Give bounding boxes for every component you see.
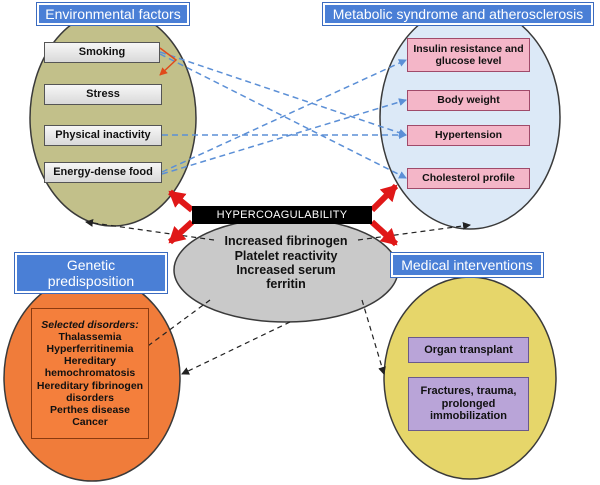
genetic-title: Genetic predisposition bbox=[15, 253, 167, 293]
red-arrow-to-gen bbox=[167, 219, 195, 245]
center-line-3: Increased serum bbox=[236, 263, 336, 277]
arrow-smoking-to-insulin bbox=[159, 51, 407, 137]
disorder-item: Hereditary fibrinogen disorders bbox=[36, 379, 144, 404]
metabolic-insulin-resistance: Insulin resistance and glucose level bbox=[407, 38, 530, 72]
red-arrow-to-met bbox=[369, 183, 399, 213]
environmental-title: Environmental factors bbox=[37, 3, 189, 25]
center-line-1: Increased fibrinogen bbox=[224, 234, 348, 249]
disorder-item: Hyperferritinemia bbox=[46, 343, 134, 356]
genetic-heading: Selected disorders: bbox=[41, 319, 139, 332]
arrow-smoking-to-cholesterol bbox=[159, 53, 407, 179]
disorder-item: Cancer bbox=[72, 415, 108, 428]
red-arrow-to-med bbox=[369, 219, 399, 247]
arrow-food-to-bodyweight bbox=[161, 98, 407, 175]
arrow-food-to-insulin bbox=[161, 59, 407, 173]
disorder-item: Thalassemia bbox=[58, 331, 122, 344]
center-line-2: Platelet reactivity bbox=[234, 248, 338, 263]
medical-title: Medical interventions bbox=[391, 253, 543, 277]
medical-fractures-trauma: Fractures, trauma, prolonged immobilizat… bbox=[408, 377, 529, 431]
metabolic-hypertension: Hypertension bbox=[407, 125, 530, 146]
genetic-disorders-box: Selected disorders: Thalassemia Hyperfer… bbox=[31, 308, 149, 439]
arrow-smoking-to-stress bbox=[159, 47, 178, 76]
factor-physical-inactivity: Physical inactivity bbox=[44, 125, 162, 146]
medical-organ-transplant: Organ transplant bbox=[408, 337, 529, 363]
arrow-center-to-met bbox=[357, 221, 471, 241]
factor-energy-dense-food: Energy-dense food bbox=[44, 162, 162, 183]
metabolic-body-weight: Body weight bbox=[407, 90, 530, 111]
factor-stress: Stress bbox=[44, 84, 162, 105]
hypercoagulability-label: HYPERCOAGULABILITY bbox=[192, 206, 372, 224]
metabolic-title: Metabolic syndrome and atherosclerosis bbox=[323, 3, 593, 25]
metabolic-cholesterol-profile: Cholesterol profile bbox=[407, 168, 530, 189]
arrow-env-to-gen-cross bbox=[181, 321, 291, 375]
disorder-item: Hereditary hemochromatosis bbox=[44, 355, 136, 380]
arrow-center-to-env bbox=[85, 219, 215, 241]
center-line-4: ferritin bbox=[266, 277, 306, 292]
arrow-center-to-med bbox=[361, 299, 386, 375]
red-arrow-to-env bbox=[168, 189, 194, 213]
center-description: Increased fibrinogen Platelet reactivity… bbox=[200, 230, 372, 296]
factor-smoking: Smoking bbox=[44, 42, 160, 63]
disorder-item: Perthes disease bbox=[50, 403, 130, 416]
